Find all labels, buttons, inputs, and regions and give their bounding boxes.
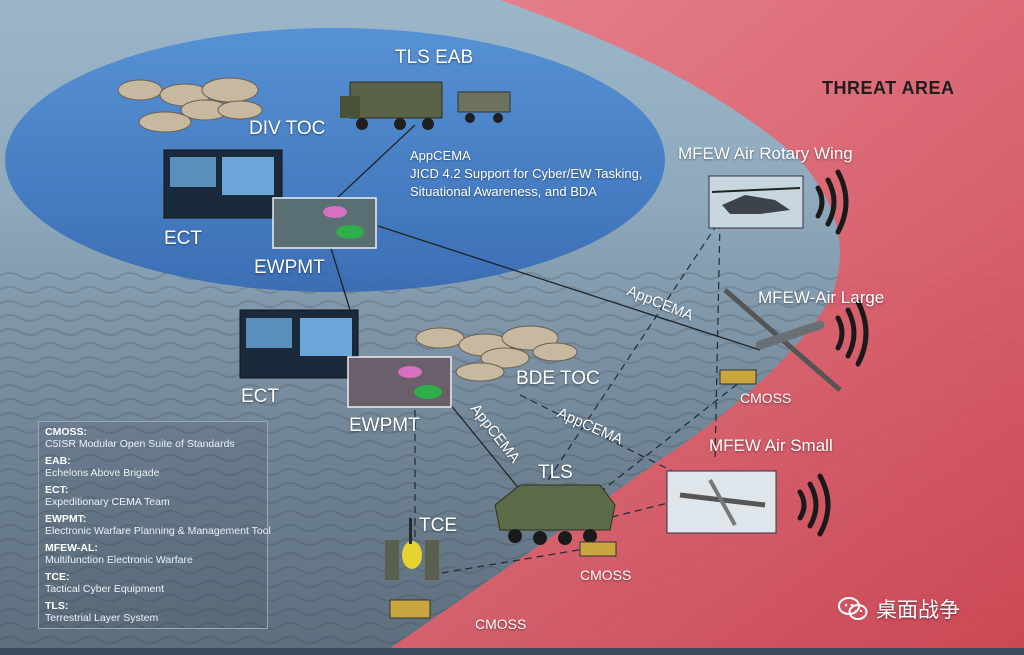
note-line-3: Situational Awareness, and BDA [410, 184, 597, 199]
legend-item: EAB:Echelons Above Brigade [45, 455, 160, 479]
legend-item: TCE:Tactical Cyber Equipment [45, 571, 165, 595]
label-cmoss-vehicle: CMOSS [580, 567, 632, 583]
label-mfew-rotary: MFEW Air Rotary Wing [678, 144, 853, 163]
threat-area-region [380, 0, 1024, 655]
label-div-toc: DIV TOC [249, 118, 326, 139]
label-ect-top: ECT [164, 228, 202, 249]
bottom-strip [0, 648, 1024, 655]
label-cmoss-ground: CMOSS [475, 616, 527, 632]
tls-eab-truck [340, 81, 511, 130]
mfew-small-aircraft [666, 470, 777, 534]
wechat-icon [838, 597, 868, 620]
label-mfew-small: MFEW Air Small [709, 436, 833, 455]
threat-area-title: THREAT AREA [822, 78, 955, 98]
watermark-text: 桌面战争 [876, 599, 960, 622]
bde-toc-tents [415, 325, 578, 382]
label-ect-bottom: ECT [241, 386, 279, 407]
mfew-rotary-aircraft [708, 175, 804, 229]
dashed-links [414, 219, 746, 576]
label-tls: TLS [538, 462, 573, 483]
tce-soldiers [385, 518, 439, 619]
signal-waves [797, 169, 869, 537]
watermark: 桌面战争 [838, 594, 960, 624]
tls-vehicle [494, 484, 616, 545]
link-tls-eab-ewpmt [334, 124, 416, 201]
link-ewpmt-tls [444, 397, 521, 491]
ect-bottom-screens [239, 309, 452, 408]
label-ewpmt-bottom: EWPMT [349, 415, 420, 436]
mfew-large-aircraft [723, 288, 842, 392]
legend-item: EWPMT:Electronic Warfare Planning & Mana… [45, 513, 271, 537]
note-line-1: AppCEMA [410, 148, 471, 163]
link-ewpmt-ewpmt [329, 244, 351, 311]
label-ewpmt-top: EWPMT [254, 257, 325, 278]
acronym-legend: CMOSS:C5ISR Modular Open Suite of Standa… [38, 421, 271, 629]
label-cmoss-air: CMOSS [740, 390, 792, 406]
note-line-2: JICD 4.2 Support for Cyber/EW Tasking, [410, 166, 643, 181]
legend-item: MFEW-AL:Multifunction Electronic Warfare [45, 542, 193, 566]
legend-item: ECT:Expeditionary CEMA Team [45, 484, 170, 508]
ect-top-screens [163, 149, 377, 249]
div-toc-tents [117, 77, 263, 133]
cmoss-boxes [579, 369, 757, 557]
label-bde-toc: BDE TOC [516, 368, 600, 389]
legend-item: CMOSS:C5ISR Modular Open Suite of Standa… [45, 426, 235, 450]
legend-item: TLS:Terrestrial Layer System [45, 600, 159, 624]
label-mfew-large: MFEW-Air Large [758, 288, 885, 307]
label-tce: TCE [419, 515, 457, 536]
label-tls-eab: TLS EAB [395, 47, 474, 68]
link-ewpmt-mfew-large [377, 225, 761, 351]
appcema-note: AppCEMA JICD 4.2 Support for Cyber/EW Ta… [410, 147, 642, 201]
